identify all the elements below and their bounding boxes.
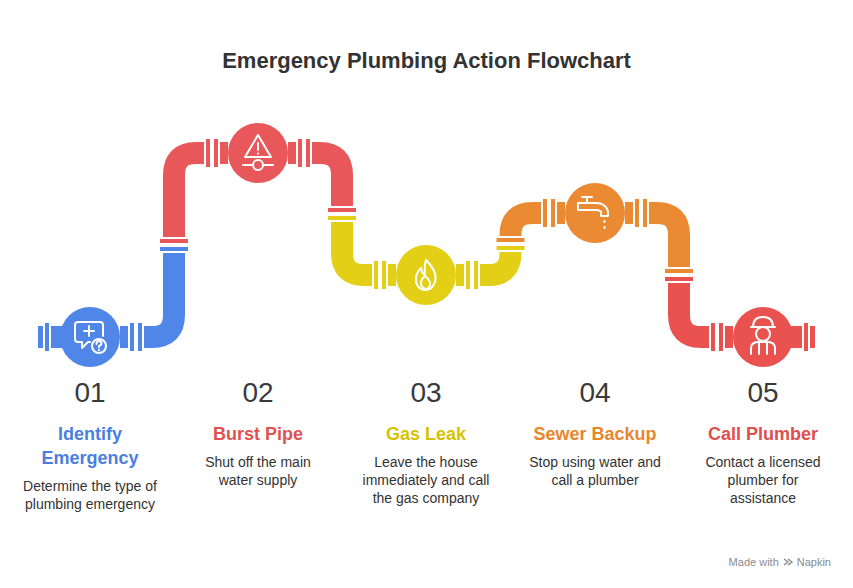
pipe-ring <box>634 198 640 228</box>
step-number: 03 <box>351 378 501 408</box>
pipe-ring <box>213 138 219 168</box>
step-heading: Sewer Backup <box>525 422 665 446</box>
step-heading: Gas Leak <box>351 422 501 446</box>
step-circle: 05Call PlumberContact a licensed plumber… <box>733 307 793 367</box>
step-number: 01 <box>20 378 160 408</box>
step-circle: 02Burst PipeShut off the main water supp… <box>228 123 288 183</box>
step-text-column: 04Sewer BackupStop using water and call … <box>525 378 665 489</box>
step-text-column: 03Gas LeakLeave the house immediately an… <box>351 378 501 507</box>
pipe-ring <box>327 215 357 221</box>
watermark-brand: Napkin <box>797 556 831 568</box>
pipe-ring <box>465 260 471 290</box>
pipe-ring <box>159 238 189 244</box>
watermark: Made with Napkin <box>729 556 831 568</box>
step-description: Contact a licensed plumber for assistanc… <box>698 453 828 507</box>
step-circle: 01Identify EmergencyDetermine the type o… <box>60 307 120 367</box>
pipe-ring <box>718 322 724 352</box>
pipe-ring <box>373 260 379 290</box>
step-heading: Burst Pipe <box>188 422 328 446</box>
step-number: 02 <box>188 378 328 408</box>
pipe-ring <box>159 246 189 252</box>
step-text-column: 05Call PlumberContact a licensed plumber… <box>698 378 828 507</box>
step-circle: 04Sewer BackupStop using water and call … <box>565 183 625 243</box>
pipe-ring <box>496 245 526 251</box>
step-description: Determine the type of plumbing emergency <box>20 477 160 513</box>
pipe-ring <box>381 260 387 290</box>
step-heading: Identify Emergency <box>20 422 160 470</box>
pipe-ring <box>664 276 694 282</box>
step-number: 05 <box>698 378 828 408</box>
pipe-ring <box>44 322 50 352</box>
pipe-ring <box>473 260 479 290</box>
pipe-connector <box>288 138 396 290</box>
step-description: Leave the house immediately and call the… <box>351 453 501 507</box>
pipe-ring <box>297 138 303 168</box>
pipe-connector <box>456 198 565 290</box>
step-heading: Call Plumber <box>698 422 828 446</box>
pipe-ring <box>550 198 556 228</box>
pipe-ring <box>327 207 357 213</box>
pipe-ring <box>305 138 311 168</box>
napkin-logo <box>783 557 793 567</box>
pipe-connector <box>625 198 733 352</box>
step-text-column: 01Identify EmergencyDetermine the type o… <box>20 378 160 513</box>
pipe-ring <box>710 322 716 352</box>
diagram-title: Emergency Plumbing Action Flowchart <box>0 48 853 74</box>
pipe-ring <box>496 237 526 243</box>
step-text-column: 02Burst PipeShut off the main water supp… <box>188 378 328 489</box>
pipe-ring <box>129 322 135 352</box>
pipe-ring <box>137 322 143 352</box>
pipe-ring <box>803 322 809 352</box>
watermark-text: Made with <box>729 556 779 568</box>
napkin-logo-shape <box>784 559 792 565</box>
pipe-ring <box>664 268 694 274</box>
step-description: Shut off the main water supply <box>188 453 328 489</box>
pipe-ring <box>542 198 548 228</box>
step-number: 04 <box>525 378 665 408</box>
step-description: Stop using water and call a plumber <box>525 453 665 489</box>
pipe-ring <box>205 138 211 168</box>
pipe-ring <box>642 198 648 228</box>
step-circle: 03Gas LeakLeave the house immediately an… <box>396 245 456 305</box>
pipe-connector <box>120 138 228 352</box>
